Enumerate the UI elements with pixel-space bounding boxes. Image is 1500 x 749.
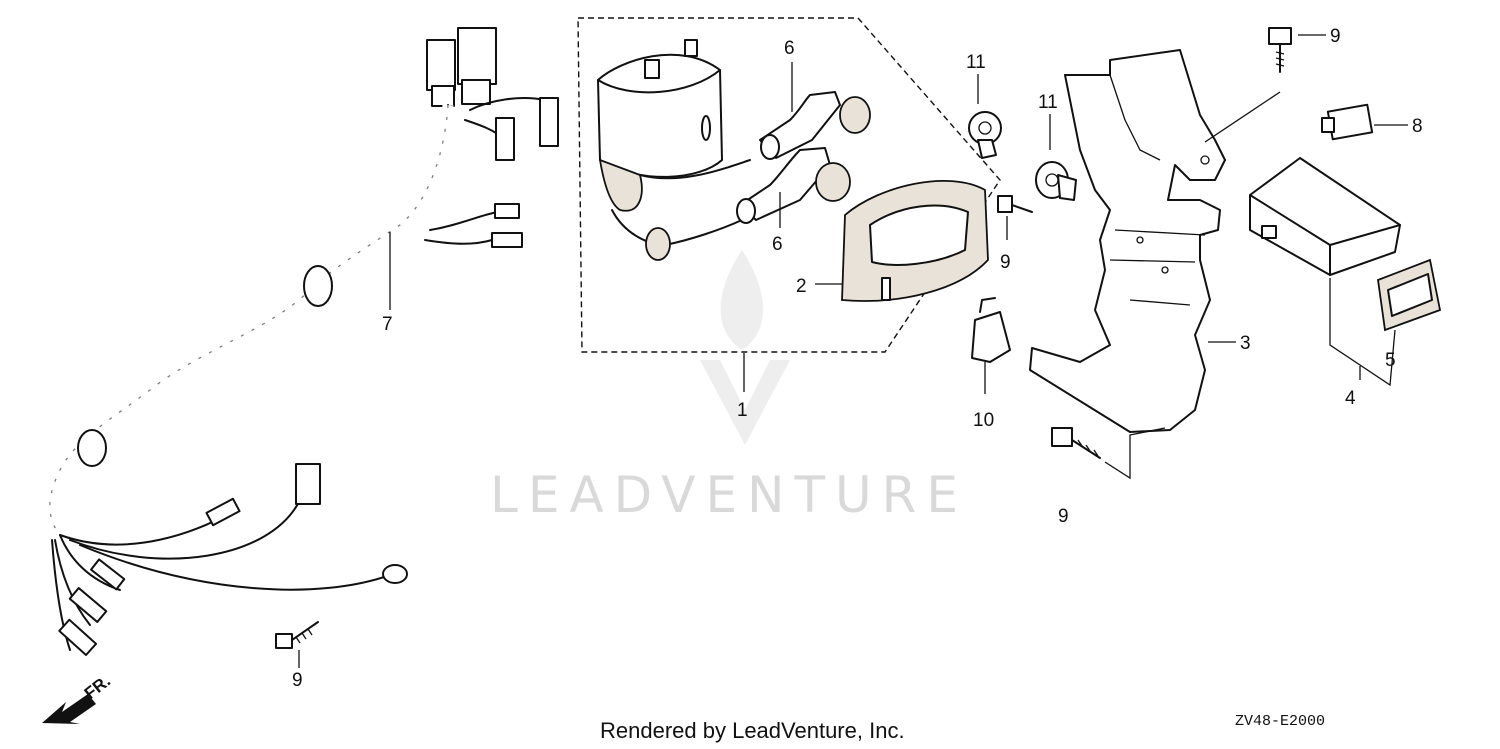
- mounting-bracket[interactable]: [1029, 49, 1226, 433]
- control-unit[interactable]: [1249, 157, 1401, 276]
- callout-11-lower: 11: [1038, 92, 1058, 113]
- watermark-text: LEADVENTURE: [490, 466, 968, 524]
- clamp-10[interactable]: [971, 297, 1011, 363]
- callout-6-lower: 6: [772, 234, 783, 255]
- callout-9-bottom: 9: [1058, 506, 1069, 527]
- bolt-9-lower[interactable]: [275, 621, 319, 649]
- callout-7: 7: [382, 314, 393, 335]
- callout-2: 2: [796, 276, 807, 297]
- callout-3: 3: [1240, 333, 1251, 354]
- coil-holder[interactable]: [841, 179, 989, 302]
- ignition-coil[interactable]: [597, 39, 751, 261]
- bolt-9-middle[interactable]: [997, 195, 1033, 213]
- wire-harness[interactable]: [44, 27, 559, 656]
- callout-9-middle: 9: [1000, 252, 1011, 273]
- callout-1: 1: [737, 400, 748, 421]
- assembly-outline: [577, 17, 1001, 353]
- plug-cap-upper[interactable]: [759, 91, 871, 160]
- footer-credit: Rendered by LeadVenture, Inc.: [600, 718, 905, 743]
- diagram-code: ZV48-E2000: [1235, 713, 1325, 730]
- callout-10: 10: [973, 410, 994, 431]
- callout-8: 8: [1412, 116, 1423, 137]
- callout-9-lower: 9: [292, 670, 303, 691]
- callout-9-upper: 9: [1330, 26, 1341, 47]
- callout-6-upper: 6: [784, 38, 795, 59]
- callout-5: 5: [1385, 350, 1396, 371]
- callout-4: 4: [1345, 388, 1356, 409]
- bolt-9-upper[interactable]: [1268, 27, 1292, 73]
- watermark-logo: [700, 250, 790, 445]
- connector-8[interactable]: [1321, 103, 1374, 141]
- clip-11-lower[interactable]: [1035, 161, 1077, 201]
- unit-sleeve[interactable]: [1377, 258, 1442, 332]
- bolt-9-bottom[interactable]: [1051, 427, 1101, 459]
- callout-11-upper: 11: [966, 52, 986, 73]
- front-direction-arrow: [42, 694, 96, 724]
- clip-11-upper[interactable]: [968, 111, 1002, 159]
- plug-cap-lower[interactable]: [736, 147, 851, 224]
